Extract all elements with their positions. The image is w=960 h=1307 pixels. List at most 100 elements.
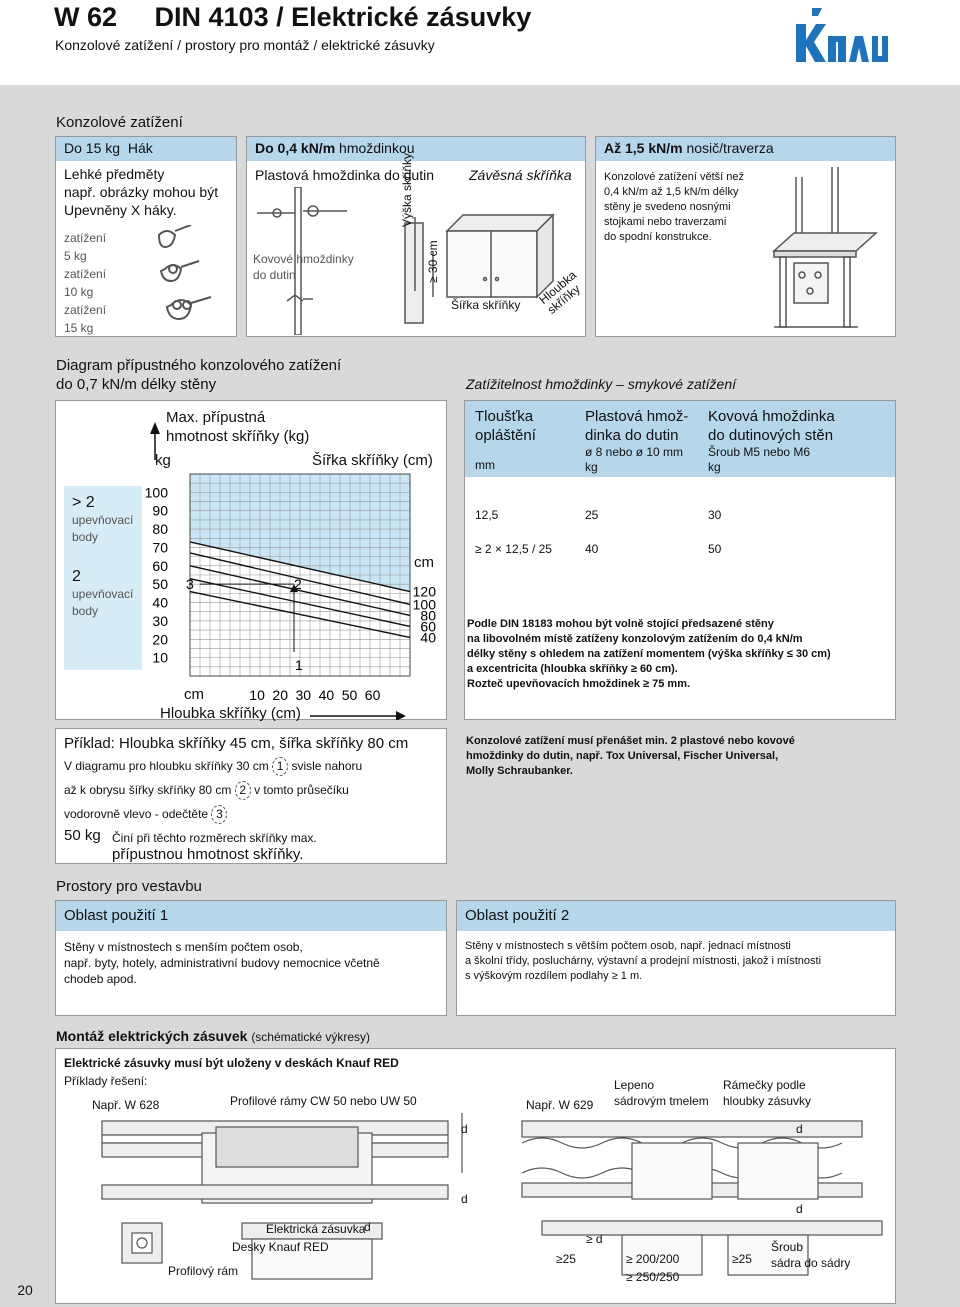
example-line2b: v tomto průsečíku xyxy=(254,783,349,797)
traverse-text-2: 0,4 kN/m až 1,5 kN/m délky xyxy=(604,186,739,198)
shear-r2c2: 40 xyxy=(585,542,599,556)
mount-ge25-2: ≥25 xyxy=(732,1252,752,1266)
chart-ytick-30: 30 xyxy=(152,613,168,629)
dowel-bar-b: hmoždinkou xyxy=(339,140,415,156)
area2-panel: Oblast použití 2 Stěny v místnostech s v… xyxy=(456,900,896,1016)
chart-ytick-100: 100 xyxy=(145,484,169,500)
shear-h2c1: ø 8 nebo ø 10 mm xyxy=(585,445,684,459)
area2-text-2: a školní třídy, posluchárny, výstavní a … xyxy=(465,955,822,967)
mount-drawings xyxy=(101,1113,883,1280)
shear-r1c1: 12,5 xyxy=(475,508,499,522)
mount-ramecky-2: hloubky zásuvky xyxy=(723,1094,812,1108)
example-result: 50 kg xyxy=(64,827,101,844)
example-title: Příklad: Hloubka skříňky 45 cm, šířka sk… xyxy=(64,735,409,752)
traverse-bar-b: nosič/traverza xyxy=(686,140,774,156)
example-line3a: vodorovně vlevo - odečtěte xyxy=(64,807,209,821)
load-value-1: 5 kg xyxy=(64,249,87,263)
shear-h3c: kg xyxy=(708,460,721,474)
chart-xlabel: Hloubka skříňky (cm) xyxy=(160,705,301,722)
area2-text-3: s výškovým rozdílem podlahy ≥ 1 m. xyxy=(465,970,643,982)
panel-traverse: Až 1,5 kN/m nosič/traverza Konzolové zat… xyxy=(595,136,896,337)
chart-marker-2: 2 xyxy=(294,576,302,592)
shear-note2-1: Konzolové zatížení musí přenášet min. 2 … xyxy=(466,735,795,747)
shear-r2c1: ≥ 2 × 12,5 / 25 xyxy=(475,542,552,556)
shear-panel: Tloušťka opláštění mm Plastová hmož- din… xyxy=(464,400,896,720)
mount-panel: Elektrické zásuvky musí být uloženy v de… xyxy=(55,1048,896,1304)
hook-illustrations xyxy=(157,225,212,321)
shear-h3c1: Šroub M5 nebo M6 xyxy=(708,445,811,459)
mount-ged: ≥ d xyxy=(586,1232,603,1246)
mount-ge25-1: ≥25 xyxy=(556,1252,576,1266)
hook-line1: Lehké předměty xyxy=(64,166,165,182)
mount-zasuvka: Elektrická zásuvka xyxy=(266,1222,366,1236)
example-panel: Příklad: Hloubka skříňky 45 cm, šířka sk… xyxy=(55,728,447,864)
mount-d-2: d xyxy=(461,1122,468,1136)
shear-h3a: Kovová hmoždinka xyxy=(708,408,835,425)
legend-small-2b: body xyxy=(72,604,99,618)
traverse-bar-a: Až 1,5 kN/m xyxy=(604,140,683,156)
load-label-1: zatížení xyxy=(64,231,107,245)
chart-series-line-100 xyxy=(189,552,411,606)
shear-note-5: Rozteč upevňovacích hmoždinek ≥ 75 mm. xyxy=(467,678,691,690)
traverse-text-4: stojkami nebo traverzami xyxy=(604,216,727,228)
mount-sroub-2: sádra do sádry xyxy=(771,1256,851,1270)
chart-ylabel-2: hmotnost skříňky (kg) xyxy=(166,428,310,445)
panel-hook: Do 15 kg Hák Lehké předměty např. obrázk… xyxy=(55,136,237,337)
chart-frame xyxy=(189,473,411,677)
diagram-title-2: do 0,7 kN/m délky stěny xyxy=(56,376,217,393)
chart-x-cm: cm xyxy=(184,686,204,703)
section-title-load: Konzolové zatížení xyxy=(56,114,183,131)
dowel-head-b: Závěsná skříňka xyxy=(469,167,572,183)
mount-d-5: d xyxy=(796,1202,803,1216)
shear-h2a: Plastová hmož- xyxy=(585,408,689,425)
chart-ylabel-1: Max. přípustná xyxy=(166,409,266,426)
legend-small-1b: body xyxy=(72,530,99,544)
mount-desky: Desky Knauf RED xyxy=(232,1240,329,1254)
chart-xtick-20: 20 xyxy=(272,687,288,703)
legend-small-1a: upevňovací xyxy=(72,513,134,527)
mount-g250: ≥ 250/250 xyxy=(626,1270,680,1284)
mount-profily: Profilové rámy CW 50 nebo UW 50 xyxy=(230,1094,417,1108)
chart-ytick-70: 70 xyxy=(152,539,168,555)
shear-note-3: délky stěny s ohledem na zatížení moment… xyxy=(467,648,831,660)
mount-sroub-1: Šroub xyxy=(771,1240,804,1254)
dowel-bar-a: Do 0,4 kN/m xyxy=(255,140,336,156)
area1-title: Oblast použití 1 xyxy=(56,901,446,931)
mount-d-1: d xyxy=(364,1220,371,1234)
page-title: W 62 DIN 4103 / Elektrické zásuvky xyxy=(54,2,532,32)
chart-series-line-40 xyxy=(189,590,411,639)
chart-series-line-80 xyxy=(189,565,411,617)
traverse-illustration xyxy=(772,167,878,328)
shear-header: Tloušťka opláštění mm Plastová hmož- din… xyxy=(465,401,895,477)
chart-series-line-60 xyxy=(189,577,411,628)
hook-line2: např. obrázky mohou být xyxy=(64,184,219,200)
load-label-3: zatížení xyxy=(64,303,107,317)
load-value-2: 10 kg xyxy=(64,285,94,299)
example-line2a: až k obrysu šířky skříňky 80 cm xyxy=(64,783,232,797)
mount-lepeno-2: sádrovým tmelem xyxy=(614,1094,709,1108)
shear-note-2: na libovolném místě zatíženy konzolovým … xyxy=(467,633,803,645)
hook-bar-b: Hák xyxy=(127,140,153,156)
chart-ytick-20: 20 xyxy=(152,631,168,647)
chart-series-label-100: 100 xyxy=(413,596,437,612)
mount-lepeno-1: Lepeno xyxy=(614,1078,655,1092)
traverse-text-1: Konzolové zatížení větší než xyxy=(604,171,745,183)
mount-ramecky-1: Rámečky podle xyxy=(723,1078,806,1092)
hook-line3: Upevněny X háky. xyxy=(64,202,177,218)
dowel-note-1: Kovové hmoždinky xyxy=(253,252,354,266)
example-line1a: V diagramu pro hloubku skříňky 30 cm xyxy=(64,759,269,773)
traverse-text-3: stěny je svedeno nosnými xyxy=(604,201,731,213)
shear-h2b: dinka do dutin xyxy=(585,427,679,444)
example-n1: 1 xyxy=(272,757,289,776)
panel-dowel: Do 0,4 kN/m hmoždinkou Plastová hmoždink… xyxy=(246,136,586,337)
shear-h3b: do dutinových stěn xyxy=(708,427,834,444)
diagram-title-1: Diagram přípustného konzolového zatížení xyxy=(56,357,342,374)
dowel-note-2: do dutin xyxy=(253,268,296,282)
cabinet-illustration xyxy=(257,187,555,335)
shear-h1b: opláštění xyxy=(475,427,536,444)
dowel-head-a: Plastová hmoždinka do dutin xyxy=(255,167,434,183)
example-n2: 2 xyxy=(234,781,251,800)
dowel-min30: ≥ 30 cm xyxy=(426,240,440,283)
area1-text-2: např. byty, hotely, administrativní budo… xyxy=(64,956,380,970)
